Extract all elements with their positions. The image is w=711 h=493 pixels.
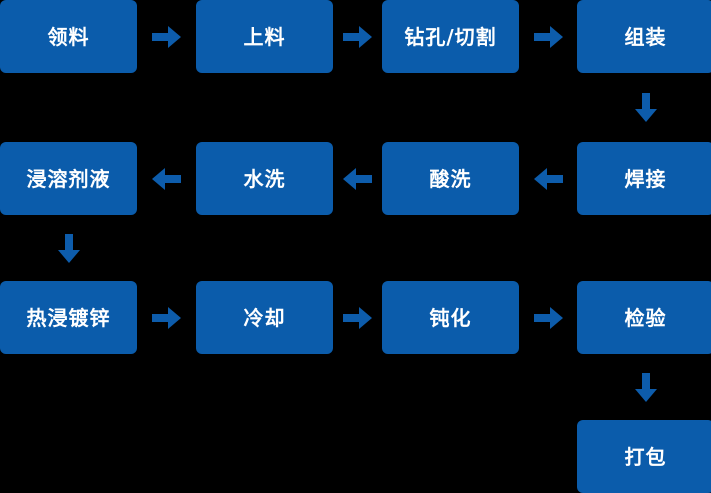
process-node-n6: 酸洗 <box>382 142 519 215</box>
process-node-n8: 浸溶剂液 <box>0 142 137 215</box>
flow-arrow-down-a8 <box>58 234 80 263</box>
flow-arrow-right-a1 <box>152 26 181 48</box>
process-node-label: 打包 <box>624 444 667 469</box>
process-node-n2: 上料 <box>196 0 333 73</box>
process-node-label: 浸溶剂液 <box>26 166 111 191</box>
process-node-label: 组装 <box>624 24 667 49</box>
process-node-label: 检验 <box>624 305 667 330</box>
flow-arrow-right-a10 <box>343 307 372 329</box>
process-node-label: 冷却 <box>243 305 286 330</box>
process-node-label: 钻孔/切割 <box>404 24 497 49</box>
flow-arrow-left-a5 <box>534 168 563 190</box>
flow-arrow-down-a4 <box>635 93 657 122</box>
process-node-label: 上料 <box>243 24 286 49</box>
process-node-n5: 焊接 <box>577 142 711 215</box>
process-node-label: 焊接 <box>624 166 667 191</box>
flow-arrow-left-a6 <box>343 168 372 190</box>
process-node-n9: 热浸镀锌 <box>0 281 137 354</box>
flow-arrow-left-a7 <box>152 168 181 190</box>
flow-arrow-right-a3 <box>534 26 563 48</box>
process-node-label: 钝化 <box>429 305 472 330</box>
flow-arrow-down-a12 <box>635 373 657 402</box>
flow-arrow-right-a2 <box>343 26 372 48</box>
process-node-n10: 冷却 <box>196 281 333 354</box>
flow-arrow-right-a9 <box>152 307 181 329</box>
flow-arrow-right-a11 <box>534 307 563 329</box>
process-node-n7: 水洗 <box>196 142 333 215</box>
process-node-n13: 打包 <box>577 420 711 493</box>
process-node-label: 水洗 <box>243 166 286 191</box>
process-node-n4: 组装 <box>577 0 711 73</box>
process-node-n12: 检验 <box>577 281 711 354</box>
process-node-n3: 钻孔/切割 <box>382 0 519 73</box>
process-node-label: 酸洗 <box>429 166 472 191</box>
process-node-label: 热浸镀锌 <box>26 305 111 330</box>
process-node-label: 领料 <box>47 24 90 49</box>
process-node-n11: 钝化 <box>382 281 519 354</box>
process-node-n1: 领料 <box>0 0 137 73</box>
